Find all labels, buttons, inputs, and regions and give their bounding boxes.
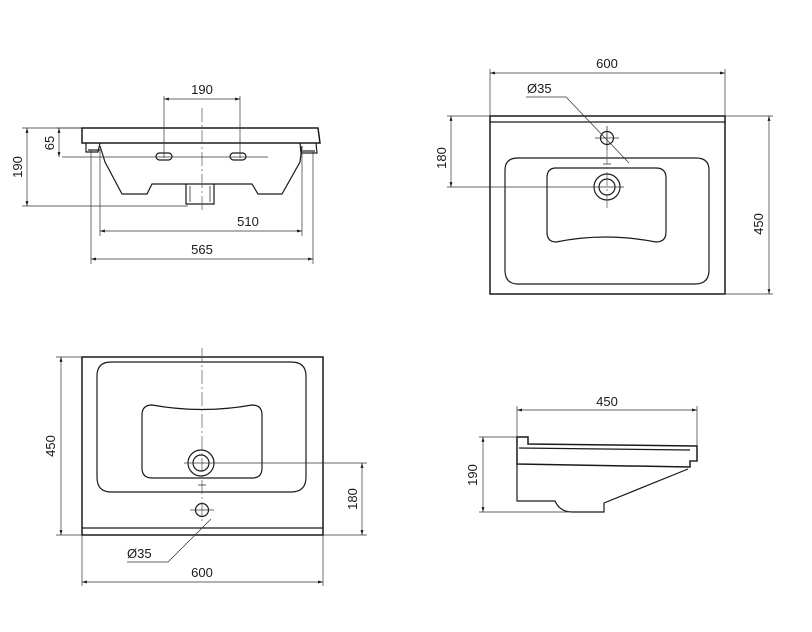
top-outline bbox=[489, 115, 726, 295]
bottom-hole-offset-label: 180 bbox=[345, 488, 360, 510]
front-left-ear bbox=[85, 142, 101, 153]
top-depth-label: 450 bbox=[751, 213, 766, 235]
top-hole-offset-label: 180 bbox=[434, 147, 449, 169]
top-view: Ø35 600 180 450 bbox=[434, 56, 773, 295]
side-depth-label: 450 bbox=[596, 394, 618, 409]
bottom-depth-label: 450 bbox=[43, 435, 58, 457]
front-top-slab bbox=[81, 127, 321, 144]
front-inner-width-label: 510 bbox=[237, 214, 259, 229]
top-diameter-leader bbox=[526, 96, 630, 164]
front-right-ear bbox=[299, 142, 318, 154]
front-tap-slot-right bbox=[229, 152, 247, 161]
front-tap-spacing-label: 190 bbox=[191, 82, 213, 97]
side-height-label: 190 bbox=[465, 464, 480, 486]
front-view: 190 65 190 510 565 bbox=[10, 82, 321, 264]
bottom-outline bbox=[81, 356, 324, 536]
top-basin bbox=[546, 167, 667, 243]
bottom-diameter-leader bbox=[127, 518, 212, 563]
side-view: 450 190 bbox=[465, 394, 698, 513]
front-height-label: 190 bbox=[10, 156, 25, 178]
bottom-bowl-outline bbox=[96, 361, 307, 493]
side-bowl-body bbox=[516, 464, 689, 513]
side-slab-inner bbox=[518, 447, 691, 451]
bottom-view: Ø35 450 180 600 bbox=[43, 348, 367, 586]
top-hole-diameter-label: Ø35 bbox=[527, 81, 552, 96]
bottom-basin bbox=[141, 404, 263, 479]
front-width-label: 565 bbox=[191, 242, 213, 257]
bottom-width-label: 600 bbox=[191, 565, 213, 580]
front-drain bbox=[185, 184, 215, 205]
bottom-hole-diameter-label: Ø35 bbox=[127, 546, 152, 561]
front-rim-height-label: 65 bbox=[42, 136, 57, 150]
side-top-slab bbox=[516, 436, 698, 468]
top-width-label: 600 bbox=[596, 56, 618, 71]
top-bowl-outline bbox=[504, 157, 710, 285]
front-bowl-body bbox=[99, 145, 303, 195]
